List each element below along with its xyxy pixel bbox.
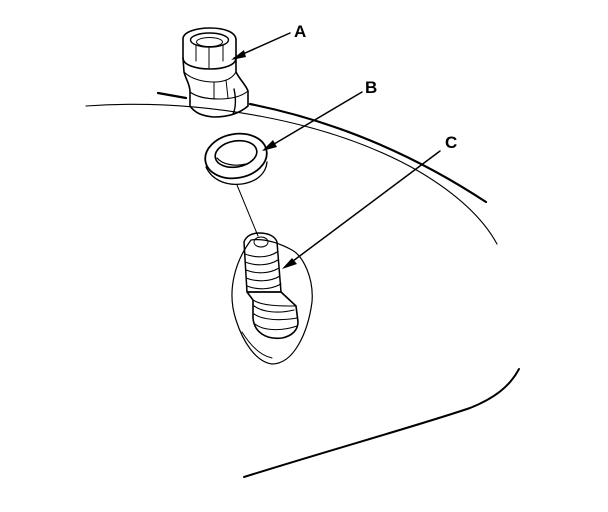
panel-bold-edge	[156, 91, 488, 204]
wheel-stud-part-c	[231, 232, 313, 365]
body-panel-outline	[85, 91, 520, 478]
panel-lower-edge	[243, 368, 520, 478]
panel-upper-edge	[85, 103, 498, 245]
callout-label-b: B	[365, 78, 377, 97]
leader-a	[231, 32, 291, 60]
leader-b	[262, 91, 363, 151]
callout-label-a: A	[294, 22, 306, 41]
alignment-line	[236, 184, 259, 237]
washer-part-b	[204, 132, 268, 186]
callout-label-c: C	[445, 133, 457, 152]
leader-c	[282, 150, 441, 269]
lug-nut-part-a	[182, 27, 249, 118]
